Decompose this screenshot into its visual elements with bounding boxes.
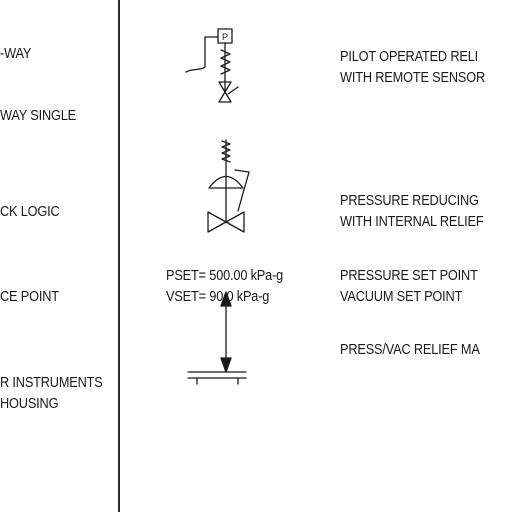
valve-body-bottom (219, 92, 231, 102)
pilot-tag-text: P (222, 32, 228, 42)
valve-body-left (208, 212, 226, 232)
legend-label-check-logic: CK LOGIC (0, 204, 60, 220)
arrow-up-icon (221, 292, 231, 306)
legend-label-way-single: WAY SINGLE (0, 108, 77, 124)
legend-label-reference-point: CE POINT (0, 289, 59, 305)
pilot-valve-description-line1: PILOT OPERATED RELI (340, 49, 479, 65)
pressure-reducing-valve-symbol (208, 140, 249, 232)
diaphragm-actuator (209, 177, 243, 189)
pilot-valve-description-line2: WITH REMOTE SENSOR (340, 70, 485, 86)
spring-icon (221, 50, 230, 74)
legend-label-housing: HOUSING (0, 396, 59, 412)
vset-value: VSET= 90.0 kPa-g (166, 289, 270, 305)
press-vac-relief-symbol (188, 292, 246, 384)
arrow-down-icon (221, 358, 231, 372)
valve-body-right (226, 212, 244, 232)
vacuum-set-point-label: VACUUM SET POINT (340, 289, 463, 305)
remote-sensor-tail (186, 67, 205, 72)
pset-value: PSET= 500.00 kPa-g (166, 268, 284, 284)
reducing-valve-description-line2: WITH INTERNAL RELIEF (340, 214, 484, 230)
legend-label-instruments: R INSTRUMENTS (0, 375, 103, 391)
pressure-set-point-label: PRESSURE SET POINT (340, 268, 478, 284)
valve-outlet (228, 87, 238, 94)
valve-body-top (219, 82, 231, 92)
legend-label-way: -WAY (0, 46, 32, 62)
pilot-operated-relief-valve-symbol (186, 29, 238, 102)
internal-relief-line (235, 170, 249, 211)
reducing-valve-description-line1: PRESSURE REDUCING (340, 193, 479, 209)
column-divider (118, 0, 120, 512)
press-vac-relief-description: PRESS/VAC RELIEF MA (340, 342, 480, 358)
